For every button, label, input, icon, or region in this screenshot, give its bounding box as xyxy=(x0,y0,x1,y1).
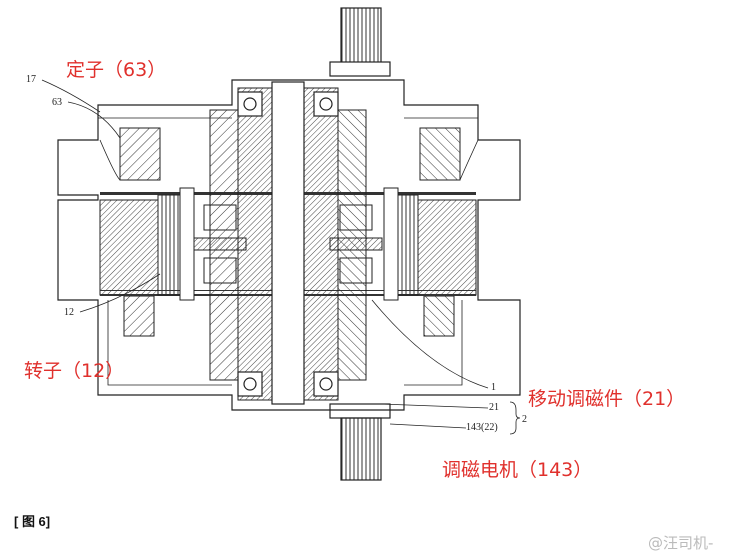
leader-lines xyxy=(41,79,521,435)
watermark: @汪司机- xyxy=(648,534,713,552)
housing-outline xyxy=(57,79,521,411)
label-stator: 定子（63） xyxy=(66,59,166,81)
bearings xyxy=(237,91,339,397)
rotor-12 xyxy=(99,199,477,337)
label-moving-modulator: 移动调磁件（21） xyxy=(528,388,685,410)
ref-17: 17 xyxy=(26,74,36,85)
ref-63: 63 xyxy=(52,97,62,108)
central-shaft xyxy=(271,81,305,405)
label-rotor: 转子（12） xyxy=(24,360,124,382)
ref-143: 143(22) xyxy=(466,422,498,433)
label-motor: 调磁电机（143） xyxy=(442,459,592,481)
modulator-strips xyxy=(157,187,419,301)
ref-21: 21 xyxy=(489,402,499,413)
bottom-shaft-extension xyxy=(329,403,391,481)
ref-12: 12 xyxy=(64,307,74,318)
top-shaft-extension xyxy=(329,7,391,77)
stator-63 xyxy=(99,127,479,181)
lead-screw-sleeves xyxy=(209,87,367,401)
ref-2: 2 xyxy=(522,414,527,425)
figure-caption: [ 图 6] xyxy=(14,514,50,529)
ref-1: 1 xyxy=(491,382,496,393)
